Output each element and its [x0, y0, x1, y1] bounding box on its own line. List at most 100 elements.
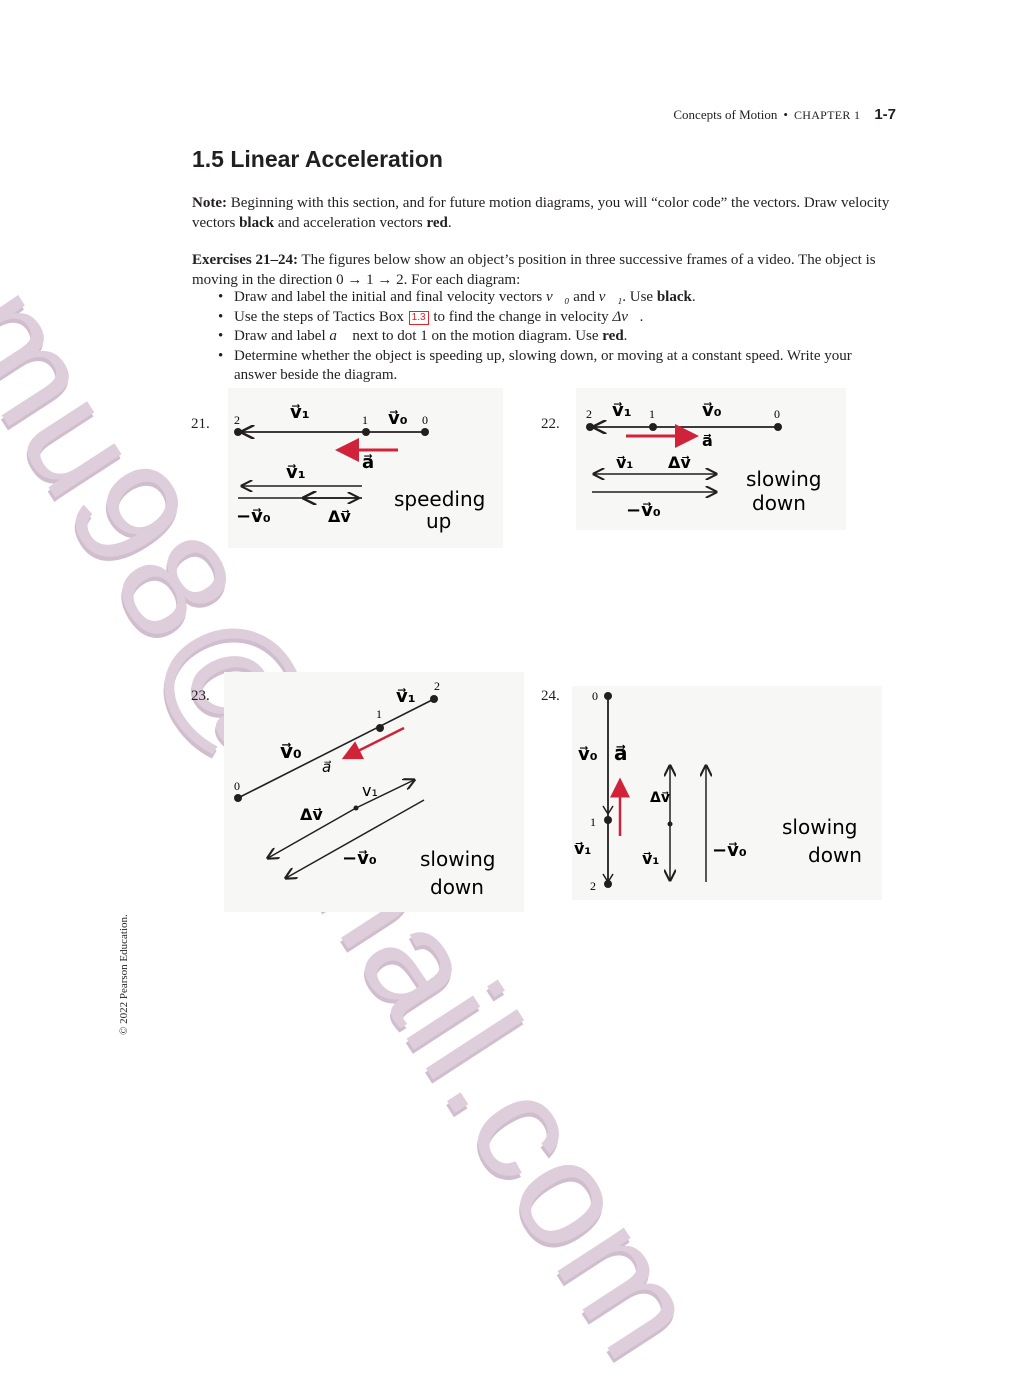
dot-label-0: 0: [422, 413, 428, 427]
label-v0: v⃗₀: [388, 408, 408, 429]
list-item: Use the steps of Tactics Box 1.3 to find…: [216, 308, 896, 328]
dot-1: [649, 423, 657, 431]
label-delta-v: Δv⃗: [328, 507, 351, 526]
answer-line-1: slowing: [420, 847, 496, 871]
note-text-2: and acceleration vectors: [274, 214, 427, 231]
v1-copy-arrow: [355, 780, 414, 809]
dot-label-2: 2: [586, 407, 592, 421]
label-a: a⃗: [322, 758, 331, 776]
delta-v-arrow: [268, 807, 357, 858]
running-title: Concepts of Motion: [673, 107, 778, 122]
exercises-label: Exercises 21–24:: [192, 252, 298, 268]
dot-label-1: 1: [649, 407, 655, 421]
v1-symbol: v⃗₁: [598, 289, 623, 305]
header-separator: •: [783, 107, 788, 122]
bullet-text: Use the steps of Tactics Box: [234, 308, 408, 325]
exercise-22-number: 22.: [541, 416, 560, 432]
bullet-text: .: [639, 308, 644, 325]
list-item: Draw and label a⃗ next to dot 1 on the m…: [216, 327, 896, 347]
answer-line-2: down: [808, 843, 862, 867]
bullet-text: and: [569, 289, 599, 305]
label-a: a⃗: [614, 741, 628, 765]
chapter-label: CHAPTER 1: [793, 108, 861, 122]
dot-label-2: 2: [590, 879, 596, 893]
v0-symbol: v⃗₀: [545, 289, 570, 305]
dot-0: [421, 428, 429, 436]
v0-arrowhead: [602, 805, 614, 816]
bullet-bold: red: [602, 328, 624, 344]
dot-0: [774, 423, 782, 431]
label-a: a⃗: [702, 431, 713, 450]
answer-line-1: slowing: [746, 467, 822, 491]
answer-line-1: speeding: [394, 487, 485, 511]
exercise-23-number: 23.: [191, 688, 210, 704]
answer-line-2: down: [752, 491, 806, 515]
dot-label-1: 1: [362, 413, 368, 427]
label-v1: v⃗₁: [396, 686, 416, 707]
copy-dot: [667, 821, 673, 827]
page-number: 1-7: [874, 106, 896, 123]
bullet-text: Determine whether the object is speeding…: [234, 347, 852, 384]
dot-label-2: 2: [234, 413, 240, 427]
dot-2: [604, 880, 612, 888]
neg-v0-arrow: [286, 799, 425, 878]
label-delta-v: Δv⃗: [300, 805, 323, 824]
dot-label-0: 0: [774, 407, 780, 421]
list-item: Determine whether the object is speeding…: [216, 347, 896, 386]
exercises-intro: Exercises 21–24: The figures below show …: [192, 251, 896, 290]
dot-label-2: 2: [434, 679, 440, 693]
label-v1: v⃗₁: [290, 402, 310, 423]
figure-21: 2 1 0 v⃗₁ v⃗₀ a⃗ v⃗₁ −v⃗₀ Δv⃗ speeding u…: [228, 388, 503, 548]
answer-line-2: down: [430, 875, 484, 899]
bullet-text: Draw and label the initial and final vel…: [234, 289, 546, 305]
dot-label-0: 0: [234, 779, 240, 793]
tactics-box-link[interactable]: 1.3: [408, 310, 429, 325]
bullet-bold: black: [656, 289, 692, 305]
dot-label-1: 1: [590, 815, 596, 829]
note-label: Note:: [192, 195, 227, 211]
instruction-list: Draw and label the initial and final vel…: [216, 288, 896, 386]
dot-2: [430, 695, 438, 703]
running-header: Concepts of Motion • CHAPTER 1 1-7: [673, 106, 896, 123]
label-v0: v⃗₀: [280, 739, 302, 763]
answer-line-1: slowing: [782, 815, 858, 839]
note-paragraph: Note: Beginning with this section, and f…: [192, 194, 896, 233]
copyright-notice: © 2022 Pearson Education.: [118, 914, 130, 1035]
dot-label-1: 1: [376, 707, 382, 721]
label-delta-v: Δv⃗: [668, 453, 691, 472]
note-text-3: .: [447, 214, 452, 231]
exercise-24-number: 24.: [541, 688, 560, 704]
exercises-intro-text: The figures below show an object’s posit…: [192, 252, 876, 288]
list-item: Draw and label the initial and final vel…: [216, 288, 896, 308]
motion-line: [237, 698, 435, 799]
dot-1: [604, 816, 612, 824]
figure-22: 2 1 0 v⃗₁ v⃗₀ a⃗ v⃗₁ Δv⃗ −v⃗₀ slowing do…: [576, 388, 846, 530]
label-neg-v0: −v⃗₀: [236, 506, 271, 527]
exercise-21-number: 21.: [191, 416, 210, 432]
label-v1: v⃗₁: [612, 400, 632, 421]
bullet-text: Draw and label: [234, 328, 330, 344]
bullet-text: . Use: [622, 289, 657, 305]
dot-label-0: 0: [592, 689, 598, 703]
dot-0: [234, 794, 242, 802]
label-v1-copy: v⃗₁: [286, 462, 306, 483]
dot-1: [362, 428, 370, 436]
bullet-text: .: [691, 289, 696, 305]
label-delta-v: Δv⃗: [650, 790, 670, 806]
label-neg-v0: −v⃗₀: [626, 500, 661, 521]
label-v1-copy: v⃗₁: [642, 849, 659, 868]
label-v0: v⃗₀: [578, 744, 598, 765]
label-v1-copy: v⃗₁: [616, 453, 633, 472]
label-v1: v⃗₁: [574, 839, 591, 858]
figure-23: 0 1 2 v⃗₁ v⃗₀ a⃗ v₁ Δv⃗ −v⃗₀ slowing dow…: [224, 672, 524, 912]
acceleration-arrow: [341, 726, 405, 760]
bullet-text: next to dot 1 on the motion diagram. Use: [348, 328, 603, 344]
dot-2: [234, 428, 242, 436]
dot-2: [586, 423, 594, 431]
section-title: 1.5 Linear Acceleration: [192, 146, 443, 172]
label-v0: v⃗₀: [702, 400, 722, 421]
a-symbol: a⃗: [329, 328, 349, 344]
note-black: black: [239, 214, 275, 231]
dot-0: [604, 692, 612, 700]
delta-v-symbol: Δv⃗: [612, 308, 640, 325]
